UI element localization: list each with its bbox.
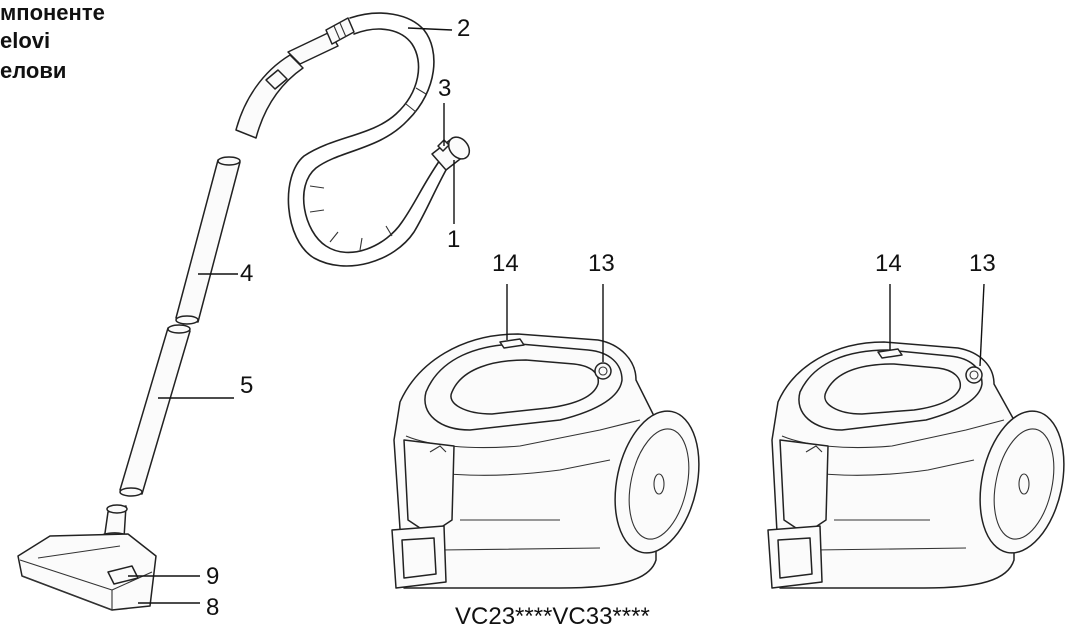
label-2: 2 bbox=[457, 15, 471, 42]
header-line-2: elovi bbox=[0, 28, 51, 53]
label-8: 8 bbox=[206, 594, 220, 621]
vacuum-body-right bbox=[767, 341, 1065, 589]
label-14-left: 14 bbox=[492, 250, 519, 277]
label-13-right: 13 bbox=[969, 250, 996, 277]
label-1: 1 bbox=[447, 226, 461, 253]
header-line-3: елови bbox=[0, 58, 67, 83]
hose-illustration bbox=[235, 12, 471, 267]
upper-pipe bbox=[175, 156, 241, 325]
label-3: 3 bbox=[438, 75, 452, 102]
label-14-right: 14 bbox=[875, 250, 902, 277]
label-9: 9 bbox=[206, 563, 220, 590]
label-4: 4 bbox=[240, 260, 254, 287]
floor-nozzle bbox=[17, 504, 157, 611]
lower-pipe bbox=[119, 324, 191, 497]
header-line-1: мпоненте bbox=[0, 0, 105, 25]
model-caption: VC23****VC33**** bbox=[455, 603, 650, 630]
label-5: 5 bbox=[240, 372, 254, 399]
label-13-left: 13 bbox=[588, 250, 615, 277]
vacuum-body-left bbox=[391, 333, 700, 589]
leader-lines bbox=[128, 27, 985, 604]
